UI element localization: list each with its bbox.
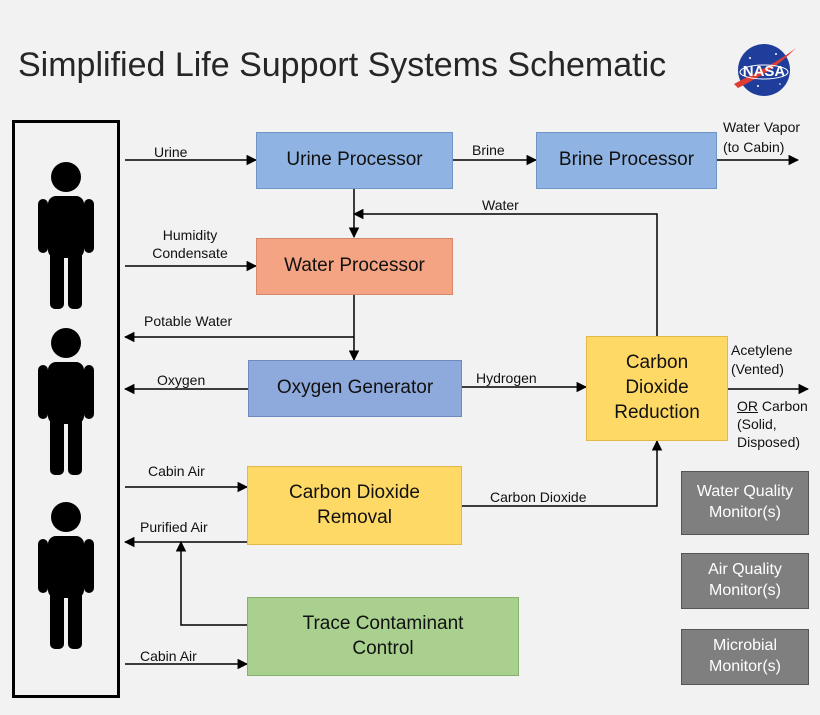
label-cabin-air-1: Cabin Air bbox=[148, 463, 205, 479]
microbial-label: Microbial Monitor(s) bbox=[708, 637, 781, 675]
label-urine: Urine bbox=[154, 144, 188, 160]
air-quality-label: Air Quality Monitor(s) bbox=[708, 561, 782, 599]
person-icon bbox=[38, 162, 94, 309]
label-oxygen: Oxygen bbox=[157, 372, 206, 388]
arrow-trace-to-purified bbox=[175, 540, 247, 626]
trace-contaminant-box: Trace Contaminant Control bbox=[247, 597, 519, 676]
air-quality-monitor: Air Quality Monitor(s) bbox=[681, 553, 809, 609]
label-carbon-rest: Carbon (Solid, Disposed) bbox=[737, 398, 808, 451]
person-icon bbox=[38, 502, 94, 649]
microbial-monitor: Microbial Monitor(s) bbox=[681, 629, 809, 685]
crew-cabin bbox=[12, 120, 120, 698]
label-humidity-condensate: Humidity Condensate bbox=[144, 227, 236, 262]
nasa-logo: NASA bbox=[734, 44, 796, 96]
label-water-vapor: Water Vapor (to Cabin) bbox=[723, 119, 801, 156]
water-quality-label: Water Quality Monitor(s) bbox=[696, 483, 794, 521]
trace-contaminant-label: Trace Contaminant Control bbox=[302, 612, 464, 659]
label-carbon-dioxide: Carbon Dioxide bbox=[490, 489, 587, 505]
co2-reduction-label: Carbon Dioxide Reduction bbox=[614, 352, 700, 423]
label-humidity-line2: Condensate bbox=[152, 244, 228, 261]
label-hydrogen: Hydrogen bbox=[476, 370, 537, 386]
nasa-logo-text: NASA bbox=[743, 63, 786, 80]
co2-reduction-box: Carbon Dioxide Reduction bbox=[586, 336, 728, 441]
water-quality-monitor: Water Quality Monitor(s) bbox=[681, 471, 809, 535]
co2-removal-box: Carbon Dioxide Removal bbox=[247, 466, 462, 545]
label-humidity-line1: Humidity bbox=[162, 227, 218, 243]
label-acetylene: Acetylene (Vented) bbox=[731, 342, 793, 377]
oxygen-generator-box: Oxygen Generator bbox=[248, 360, 462, 417]
page-title: Simplified Life Support Systems Schemati… bbox=[18, 46, 667, 84]
person-icon bbox=[38, 328, 94, 475]
water-processor-box: Water Processor bbox=[256, 238, 453, 295]
label-potable-water: Potable Water bbox=[144, 313, 233, 329]
label-purified-air: Purified Air bbox=[140, 519, 208, 535]
label-brine: Brine bbox=[472, 142, 505, 158]
brine-processor-box: Brine Processor bbox=[536, 132, 717, 189]
label-cabin-air-2: Cabin Air bbox=[140, 648, 197, 664]
label-water: Water bbox=[482, 197, 519, 213]
arrow-water-return bbox=[352, 208, 658, 336]
urine-processor-box: Urine Processor bbox=[256, 132, 453, 189]
arrow-co2 bbox=[462, 439, 663, 507]
label-or: OR bbox=[737, 398, 758, 414]
label-carbon-option: OR Carbon (Solid, Disposed) bbox=[737, 397, 817, 452]
co2-removal-label: Carbon Dioxide Removal bbox=[289, 481, 420, 528]
